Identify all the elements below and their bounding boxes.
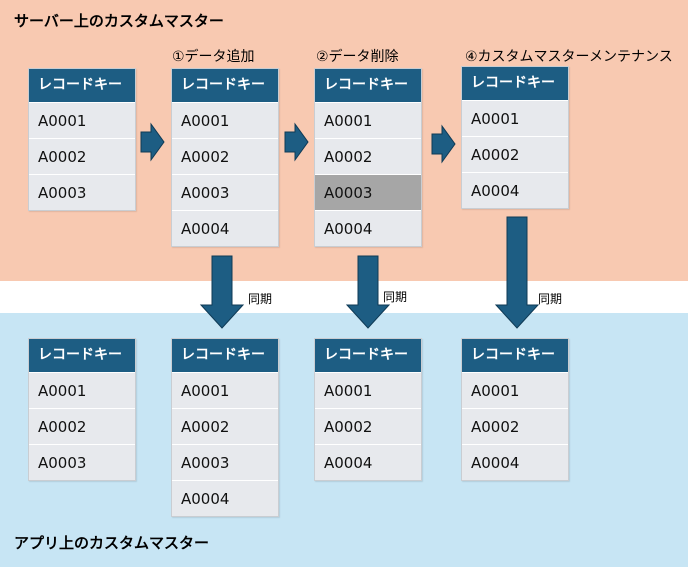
table-row: A0004 — [462, 444, 568, 480]
right-arrow-icon — [431, 124, 456, 164]
server-table-initial: レコードキー A0001 A0002 A0003 — [28, 68, 136, 211]
table-row: A0002 — [462, 136, 568, 172]
table-header: レコードキー — [462, 67, 568, 100]
table-row: A0004 — [315, 210, 421, 246]
table-row: A0001 — [315, 102, 421, 138]
table-header: レコードキー — [172, 339, 278, 372]
table-header: レコードキー — [462, 339, 568, 372]
sync-label: 同期 — [383, 290, 408, 304]
table-row: A0002 — [315, 408, 421, 444]
table-row: A0003 — [29, 444, 135, 480]
sync-down-arrow-icon — [494, 216, 540, 329]
server-table-after-delete: レコードキー A0001 A0002 A0003 A0004 — [314, 68, 422, 247]
server-section-title: サーバー上のカスタムマスター — [14, 12, 224, 30]
table-row: A0002 — [315, 138, 421, 174]
step-add-label: ①データ追加 — [172, 49, 255, 65]
sync-label: 同期 — [248, 292, 273, 306]
app-table-after-delete: レコードキー A0001 A0002 A0004 — [314, 338, 422, 481]
table-header: レコードキー — [29, 69, 135, 102]
table-row: A0004 — [462, 172, 568, 208]
sync-label: 同期 — [538, 292, 563, 306]
server-table-after-maintenance: レコードキー A0001 A0002 A0004 — [461, 66, 569, 209]
app-table-initial: レコードキー A0001 A0002 A0003 — [28, 338, 136, 481]
table-row: A0003 — [29, 174, 135, 210]
table-header: レコードキー — [315, 339, 421, 372]
table-header: レコードキー — [29, 339, 135, 372]
server-table-after-add: レコードキー A0001 A0002 A0003 A0004 — [171, 68, 279, 247]
right-arrow-icon — [284, 122, 309, 162]
table-row: A0003 — [172, 444, 278, 480]
table-row: A0002 — [29, 138, 135, 174]
table-row: A0001 — [172, 372, 278, 408]
step-maintenance-label: ④カスタムマスターメンテナンス — [465, 49, 673, 65]
table-row: A0001 — [315, 372, 421, 408]
table-row: A0001 — [29, 102, 135, 138]
table-row: A0002 — [462, 408, 568, 444]
table-row: A0001 — [172, 102, 278, 138]
app-table-after-maintenance: レコードキー A0001 A0002 A0004 — [461, 338, 569, 481]
sync-down-arrow-icon — [199, 255, 245, 329]
step-delete-label: ②データ削除 — [316, 49, 399, 65]
table-row: A0003 — [172, 174, 278, 210]
right-arrow-icon — [140, 122, 165, 162]
app-section-title: アプリ上のカスタムマスター — [14, 534, 210, 552]
table-row: A0004 — [315, 444, 421, 480]
table-row: A0004 — [172, 480, 278, 516]
deleted-table-row: A0003 — [315, 174, 421, 210]
table-row: A0001 — [462, 100, 568, 136]
table-row: A0002 — [29, 408, 135, 444]
table-row: A0002 — [172, 138, 278, 174]
table-header: レコードキー — [315, 69, 421, 102]
table-header: レコードキー — [172, 69, 278, 102]
table-row: A0001 — [29, 372, 135, 408]
app-table-after-add: レコードキー A0001 A0002 A0003 A0004 — [171, 338, 279, 517]
sync-down-arrow-icon — [345, 255, 391, 329]
table-row: A0002 — [172, 408, 278, 444]
table-row: A0001 — [462, 372, 568, 408]
table-row: A0004 — [172, 210, 278, 246]
